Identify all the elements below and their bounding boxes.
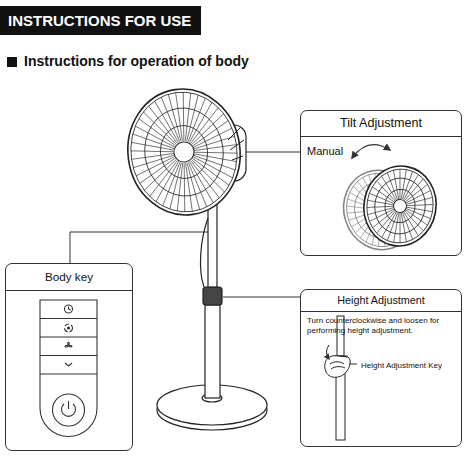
box-note: Turn counterclockwise and loosen for per… — [307, 316, 457, 335]
section-heading: Instructions for operation of body — [24, 53, 249, 69]
fan-stand — [157, 178, 267, 430]
callout-box: Height AdjustmentTurn counterclockwise a… — [300, 289, 462, 447]
callout-box: Tilt AdjustmentManual — [300, 110, 462, 256]
tilt-arrow — [352, 145, 390, 158]
tilt-figure — [333, 160, 442, 259]
title-banner: INSTRUCTIONS FOR USE — [0, 6, 201, 35]
box-note: Height Adjustment Key — [361, 361, 442, 371]
bullet-square — [7, 57, 17, 67]
fan-head — [120, 82, 248, 222]
box-note: Manual — [307, 145, 343, 158]
title-text: INSTRUCTIONS FOR USE — [8, 12, 191, 29]
height-figure — [325, 316, 357, 440]
key-callout-box: Body key — [5, 263, 133, 451]
box-heading: Body key — [6, 264, 132, 291]
box-heading: Height Adjustment — [301, 290, 461, 312]
key-panel — [40, 300, 97, 437]
box-heading: Tilt Adjustment — [301, 111, 461, 137]
